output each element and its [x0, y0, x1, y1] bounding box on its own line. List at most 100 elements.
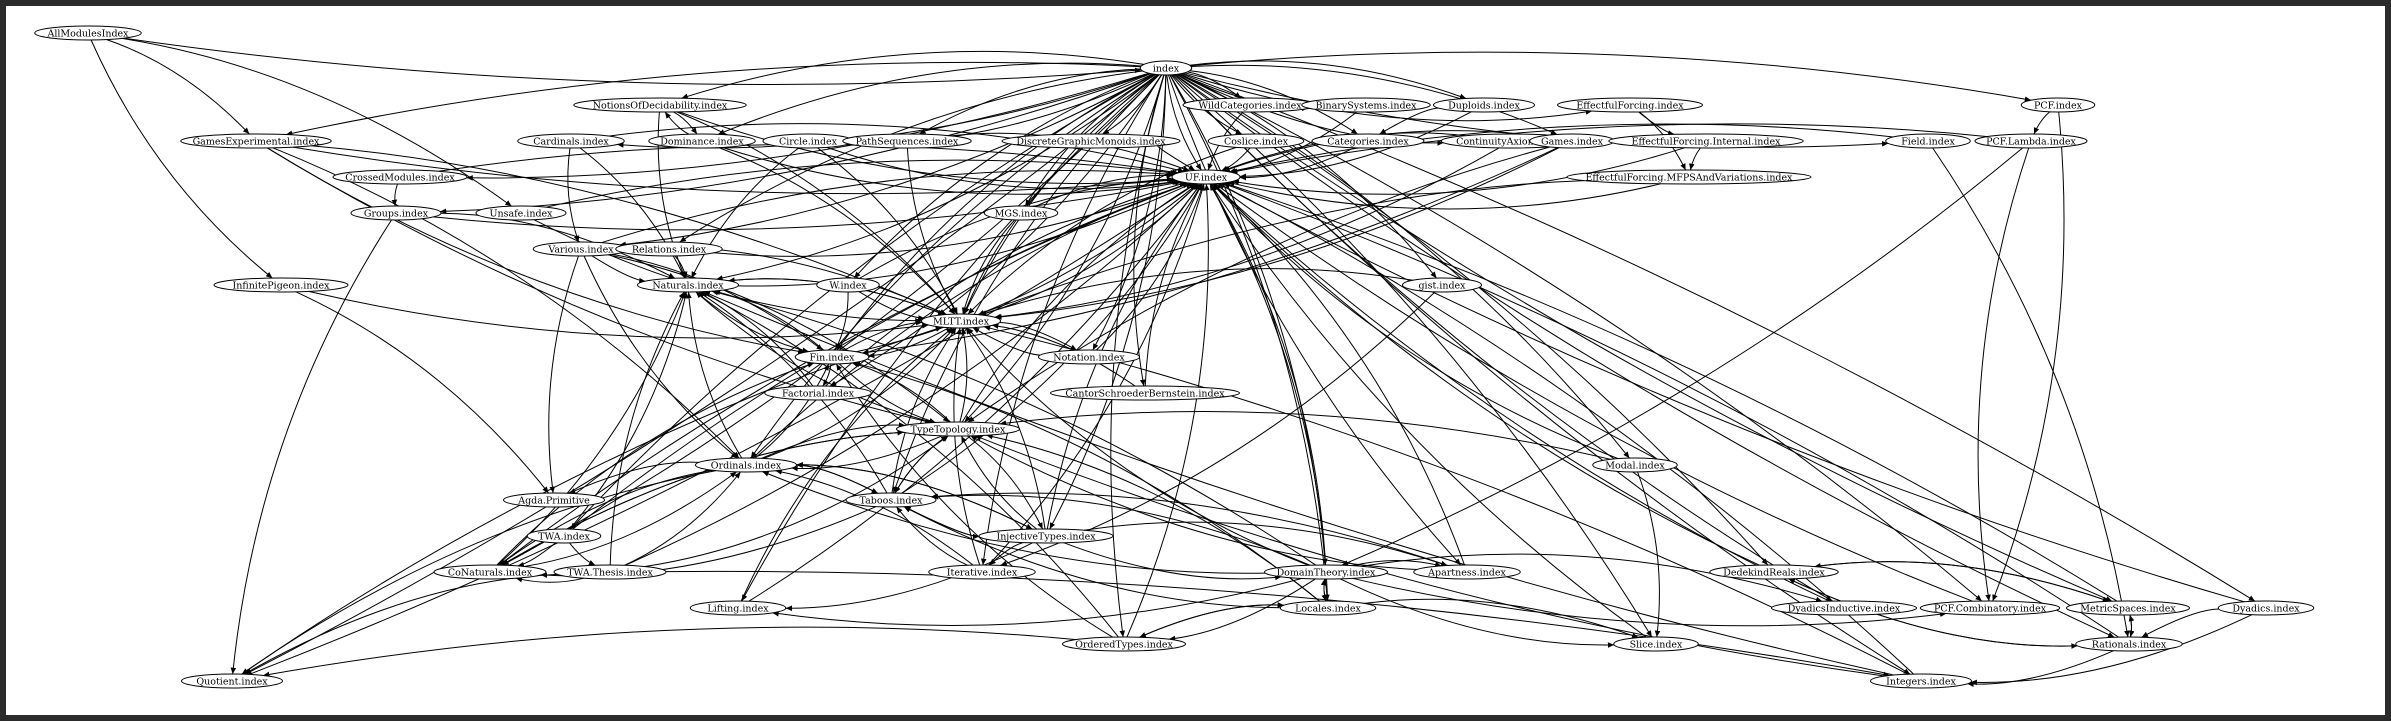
node-shape [332, 169, 468, 185]
edge-injective-types-to-uf [1046, 183, 1202, 530]
node-label: TWA.index [538, 531, 590, 542]
node-label: Fin.index [810, 352, 856, 363]
node-index: index [1139, 60, 1193, 76]
node-shape [1974, 133, 2088, 149]
edge-cardinals-to-various [567, 147, 580, 243]
node-games: Games.index [1529, 133, 1615, 149]
node-rationals: Rationals.index [2075, 636, 2183, 652]
edge-groups-to-quotient [230, 219, 392, 675]
edge-locales-to-uf [1209, 183, 1329, 602]
edge-index-to-slice [1173, 74, 1653, 638]
node-shape [1139, 60, 1193, 76]
node-shape [921, 313, 1001, 329]
node-relations: Relations.index [615, 241, 723, 257]
node-shape [475, 205, 567, 221]
edge-injective-types-to-apartness [1084, 521, 1448, 567]
node-label: BinarySystems.index [1315, 100, 1417, 111]
node-shape [573, 97, 747, 113]
node-shape [1279, 600, 1377, 616]
node-shape [350, 205, 442, 221]
node-shape [1207, 133, 1305, 149]
edge-cantor-schroeder-bernstein-to-uf [1144, 183, 1203, 387]
edge-coslice-to-mltt [967, 146, 1237, 315]
edge-domain-theory-to-naturals [711, 290, 1316, 566]
node-shape [1709, 564, 1839, 580]
node-integers: Integers.index [1870, 673, 1972, 689]
edge-infinite-pigeon-to-agda-primitive [295, 291, 549, 494]
node-cardinals: Cardinals.index [517, 133, 625, 149]
node-dyadics: Dyadics.index [2217, 600, 2315, 616]
edge-ordered-types-to-uf [1126, 183, 1210, 638]
node-label: PathSequences.index [856, 136, 959, 147]
node-shape [648, 133, 756, 149]
node-shape [978, 528, 1114, 544]
edge-index-to-pcf [1190, 51, 2032, 102]
edge-notions-of-decidability-to-dominance [673, 111, 698, 135]
edge-quotient-to-uf [248, 183, 1197, 675]
node-label: PCF.Combinatory.index [1934, 603, 2047, 614]
edge-index-to-integers [1172, 74, 1911, 675]
node-type-topology: TypeTopology.index [896, 421, 1020, 437]
edge-iterative-to-ordinals [775, 469, 974, 566]
edge-duploids-to-categories [1379, 107, 1439, 135]
edge-type-topology-to-mltt [959, 327, 968, 423]
node-effectful-forcing-mfps: EffectfulForcing.MFPSAndVariations.index [1566, 169, 1812, 185]
edge-domain-theory-to-uf [1209, 183, 1327, 566]
node-label: MGS.index [995, 208, 1048, 219]
node-label: Coslice.index [1224, 136, 1289, 147]
edge-effectful-forcing-mfps-to-uf [1227, 181, 1661, 210]
node-shape [845, 492, 937, 508]
node-shape [34, 25, 142, 41]
node-notation: Notation.index [1038, 349, 1140, 365]
node-shape [637, 277, 739, 293]
edge-notation-to-uf [1095, 183, 1205, 351]
node-pcfcombinatory: PCF.Combinatory.index [1919, 600, 2061, 616]
edge-index-to-iterative [980, 74, 1163, 566]
node-shape [2066, 600, 2190, 616]
edge-domain-theory-to-slice [1339, 578, 1615, 648]
edge-circle-to-uf [826, 146, 1179, 190]
edge-injective-types-to-domain-theory [1063, 542, 1282, 581]
node-label: Notation.index [1053, 352, 1125, 363]
edge-locales-to-domain-theory [1320, 578, 1327, 602]
node-shape [526, 528, 602, 544]
node-path-sequences: PathSequences.index [842, 133, 972, 149]
node-dedekind-reals: DedekindReals.index [1709, 564, 1839, 580]
edge-cantor-schroeder-bernstein-to-mltt [992, 323, 1136, 387]
node-twathesis: TWA.Thesis.index [553, 564, 667, 580]
edge-index-to-path-sequences [919, 68, 1141, 135]
edge-unsafe-to-uf [546, 159, 1177, 208]
edge-twathesis-to-co-naturals [515, 576, 585, 583]
node-shape [1038, 349, 1140, 365]
edge-index-to-games [1191, 64, 1558, 135]
node-cantor-schroeder-bernstein: CantorSchroederBernstein.index [1050, 385, 1240, 401]
node-label: ContinuityAxiom.index [1456, 136, 1566, 147]
node-quotient: Quotient.index [181, 673, 283, 689]
node-label: Categories.index [1327, 136, 1409, 147]
node-label: AllModulesIndex [46, 28, 129, 39]
edge-modal-to-type-topology [999, 411, 1611, 460]
edge-index-to-groups [439, 73, 1151, 215]
edge-locales-to-type-topology [986, 433, 1320, 602]
edge-domain-theory-to-lifting [772, 577, 1303, 626]
node-label: DedekindReals.index [1723, 567, 1825, 578]
edge-index-to-modal [1177, 73, 1630, 459]
edge-integers-to-naturals [703, 291, 1895, 676]
node-label: W.index [829, 280, 867, 291]
node-fin: Fin.index [794, 349, 870, 365]
node-label: Lifting.index [707, 603, 769, 614]
node-field: Field.index [1885, 133, 1971, 149]
node-shape [213, 277, 349, 293]
node-shape [1402, 277, 1482, 293]
node-shape [433, 564, 547, 580]
edge-index-to-lifting [741, 74, 1159, 602]
edge-metric-spaces-to-uf [1223, 182, 2118, 602]
edge-ordinals-to-fin [754, 363, 830, 459]
node-shape [1592, 457, 1678, 473]
edge-apartness-to-taboos [931, 492, 1448, 566]
node-shape [2217, 600, 2315, 616]
node-shape [1885, 133, 1971, 149]
node-w: W.index [816, 277, 880, 293]
node-shape [1613, 636, 1699, 652]
node-label: InfinitePigeon.index [232, 280, 330, 291]
